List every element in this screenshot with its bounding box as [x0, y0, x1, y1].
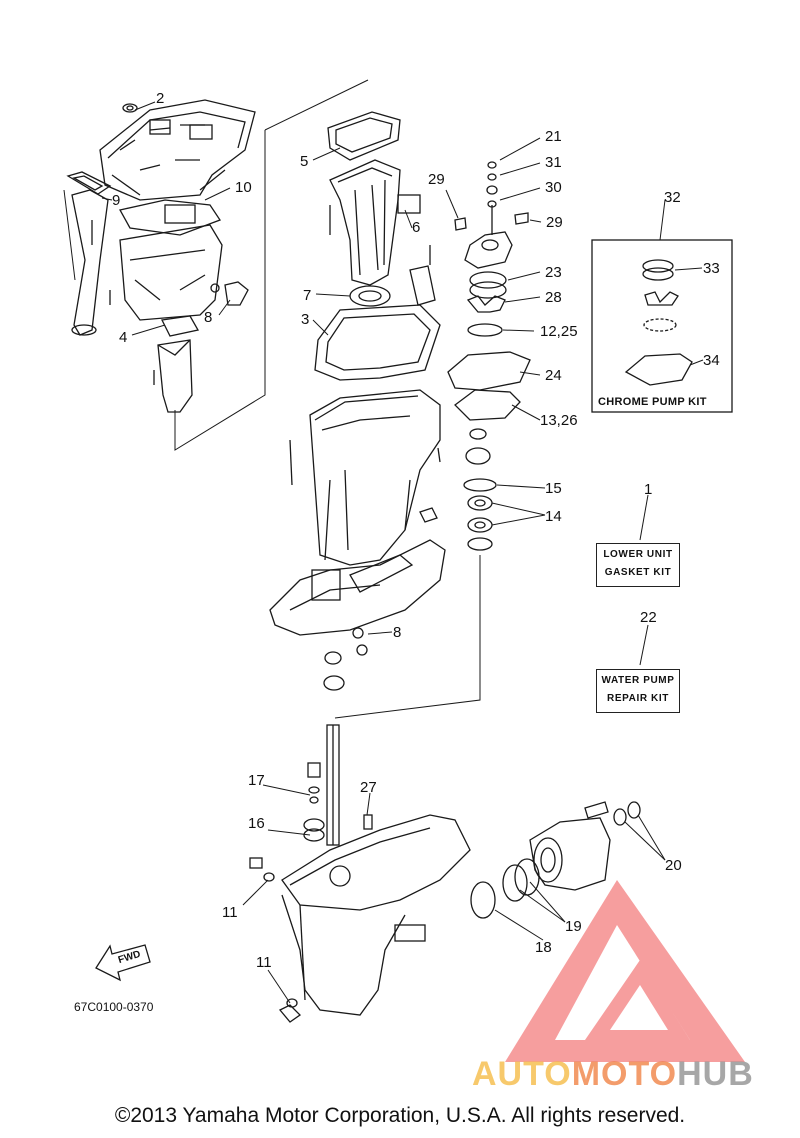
lower-unit-kit-line1: LOWER UNIT: [603, 549, 673, 560]
callout-20: 20: [665, 857, 682, 874]
callout-13-26: 13,26: [540, 412, 578, 429]
diagram-part-number: 67C0100-0370: [74, 1000, 154, 1014]
callout-30: 30: [545, 179, 562, 196]
callout-15: 15: [545, 480, 562, 497]
callout-22: 22: [640, 609, 657, 626]
callout-6: 6: [412, 219, 421, 236]
leader-lines: [101, 101, 704, 1004]
callout-29-left: 29: [428, 171, 445, 188]
lower-unit-kit-line2: GASKET KIT: [604, 567, 672, 578]
callout-11-lower: 11: [256, 954, 272, 971]
callout-8-lower: 8: [393, 624, 402, 641]
callout-18: 18: [535, 939, 552, 956]
callout-17: 17: [248, 772, 265, 789]
callout-7: 7: [303, 287, 312, 304]
callout-19: 19: [565, 918, 582, 935]
callout-9: 9: [112, 192, 121, 209]
water-pump-repair-kit-box: WATER PUMP REPAIR KIT: [596, 669, 680, 713]
callout-29-right: 29: [546, 214, 563, 231]
lower-unit-gasket-kit-box: LOWER UNIT GASKET KIT: [596, 543, 680, 587]
lower-unit-group: [95, 724, 641, 1023]
watermark-hub: HUB: [677, 1055, 754, 1093]
callout-21: 21: [545, 128, 562, 145]
callout-4: 4: [119, 329, 128, 346]
watermark-logo: [505, 880, 745, 1062]
chrome-pump-kit-label: CHROME PUMP KIT: [598, 396, 707, 408]
callout-27: 27: [360, 779, 377, 796]
copyright-notice: ©2013 Yamaha Motor Corporation, U.S.A. A…: [114, 1104, 686, 1127]
callout-24: 24: [545, 367, 562, 384]
upper-casing-group: [63, 79, 369, 451]
water-pump-group: [334, 161, 531, 719]
callout-12-25: 12,25: [540, 323, 578, 340]
drive-shaft-housing: [269, 389, 446, 691]
callout-11-upper: 11: [222, 904, 238, 921]
callout-34: 34: [703, 352, 720, 369]
callout-1: 1: [644, 481, 653, 498]
callout-32: 32: [664, 189, 681, 206]
callout-8-upper: 8: [204, 309, 213, 326]
callout-16: 16: [248, 815, 265, 832]
watermark-moto: MOTO: [571, 1055, 678, 1093]
callout-5: 5: [300, 153, 309, 170]
exhaust-guide-group: [314, 111, 441, 381]
callout-3: 3: [301, 311, 310, 328]
water-pump-kit-line1: WATER PUMP: [601, 675, 675, 686]
callout-14: 14: [545, 508, 562, 525]
callout-28: 28: [545, 289, 562, 306]
callout-2: 2: [156, 90, 165, 107]
watermark-auto: AUTO: [472, 1055, 572, 1093]
callout-10: 10: [235, 179, 252, 196]
chrome-pump-kit-box: [591, 239, 733, 413]
callout-31: 31: [545, 154, 562, 171]
callout-23: 23: [545, 264, 562, 281]
water-pump-kit-line2: REPAIR KIT: [607, 693, 669, 704]
callout-33: 33: [703, 260, 720, 277]
watermark-text: AUTOMOTOHUB: [472, 1055, 754, 1094]
